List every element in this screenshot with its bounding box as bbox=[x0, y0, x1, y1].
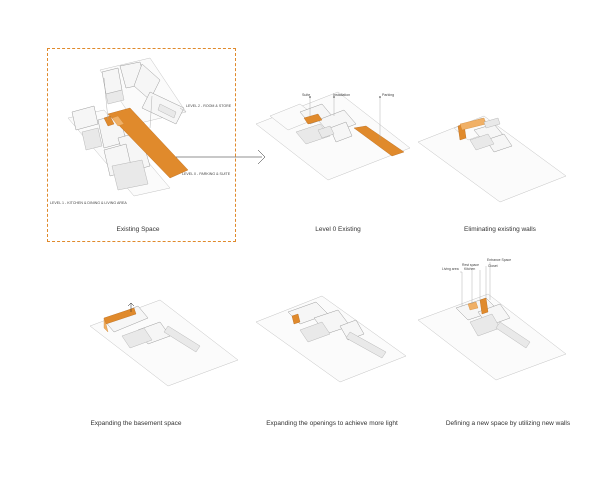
living-area-label: Living area bbox=[442, 267, 459, 271]
level1-label: LEVEL 1 - KITCHEN & DINING & LIVING AREA bbox=[50, 201, 127, 205]
kitchen-label: Kitchen bbox=[464, 267, 476, 271]
level0-existing-diagram bbox=[255, 91, 411, 181]
suite-block bbox=[303, 113, 323, 125]
new-wall bbox=[479, 297, 489, 315]
closet-label: Closet bbox=[488, 264, 498, 268]
caption-existing-space: Existing Space bbox=[116, 226, 160, 233]
defining-space-diagram bbox=[417, 262, 567, 381]
parking-label: Parking bbox=[382, 93, 395, 97]
suite-label: Suite bbox=[302, 93, 311, 97]
expanding-basement-diagram bbox=[89, 299, 239, 387]
level2-label: LEVEL 2 - ROOM & STORE bbox=[186, 104, 232, 108]
parking-strip bbox=[353, 125, 405, 157]
existing-space-frame bbox=[47, 48, 236, 242]
arrow-head bbox=[257, 149, 266, 165]
level2-block bbox=[99, 57, 187, 125]
caption-eliminating-walls: Eliminating existing walls bbox=[464, 226, 536, 233]
eliminating-walls-diagram bbox=[417, 115, 567, 203]
entrance-space-label: Entrance Space bbox=[487, 258, 512, 262]
existing-space-diagram bbox=[67, 57, 266, 197]
level0-strip bbox=[103, 107, 189, 179]
expanding-openings-diagram bbox=[255, 295, 407, 383]
caption-expanding-openings: Expanding the openings to achieve more l… bbox=[266, 420, 398, 427]
caption-defining-space: Defining a new space by utilizing new wa… bbox=[445, 420, 571, 427]
level0-label: LEVEL 0 - PARKING & SUITE bbox=[182, 172, 231, 176]
caption-expanding-basement: Expanding the basement space bbox=[90, 420, 182, 427]
rest-space-label: Rest space bbox=[462, 263, 479, 267]
installation-label: Installation bbox=[333, 93, 351, 97]
caption-level0-existing: Level 0 Existing bbox=[315, 226, 361, 233]
opening-highlight bbox=[291, 313, 301, 325]
